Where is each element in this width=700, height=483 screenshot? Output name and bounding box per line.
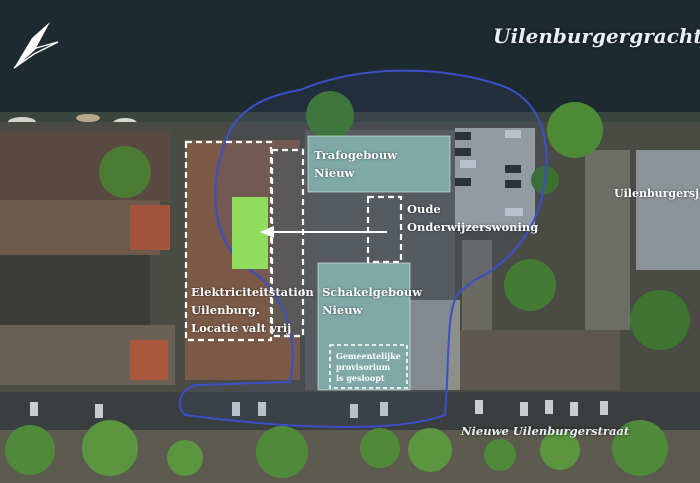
building-east <box>585 150 630 330</box>
trafo-label: Trafogebouw Nieuw <box>314 148 398 180</box>
station-label: Elektriciteitstation Uilenburg. Locatie … <box>191 285 314 335</box>
dark-cars <box>455 132 521 188</box>
tree <box>306 91 354 139</box>
tree <box>167 440 203 476</box>
south-street-name: Nieuwe Uilenburgerstraat <box>461 424 630 438</box>
provisorium-outline <box>329 344 408 389</box>
tree <box>82 420 138 476</box>
provisorium-label: Gemeentelijke provisorium is gesloopt <box>336 351 401 383</box>
north-arrow-outline <box>13 41 59 69</box>
trafo-building-new <box>307 135 451 193</box>
roof-red <box>130 340 168 380</box>
roof-red <box>130 205 170 250</box>
schakel-label: Schakelgebouw Nieuw <box>322 285 423 317</box>
courtyards <box>0 255 150 325</box>
canal-water <box>0 0 700 112</box>
tree <box>484 439 516 471</box>
relocation-target <box>232 197 268 269</box>
station-annex-outline <box>270 148 305 338</box>
arrow-head-icon <box>260 226 274 238</box>
schakel-building-new <box>317 262 411 391</box>
parked-cars <box>30 130 608 418</box>
canal-name: Uilenburgergracht <box>493 24 700 48</box>
tree <box>99 146 151 198</box>
tree <box>630 290 690 350</box>
tree <box>360 428 400 468</box>
school-outline <box>366 195 403 264</box>
tree <box>612 420 668 476</box>
tree <box>504 259 556 311</box>
building-south-east <box>460 330 620 390</box>
boat <box>76 114 100 122</box>
tree <box>540 430 580 470</box>
church-roof <box>636 150 700 270</box>
tree <box>547 102 603 158</box>
station-annex <box>270 148 305 336</box>
north-arrow-icon <box>14 22 50 68</box>
school-label: Oude Onderwijzerswoning <box>407 202 539 234</box>
east-street-name: Uilenburgersjo <box>614 187 700 200</box>
tree <box>408 428 452 472</box>
tree <box>5 425 55 475</box>
tree <box>256 426 308 478</box>
